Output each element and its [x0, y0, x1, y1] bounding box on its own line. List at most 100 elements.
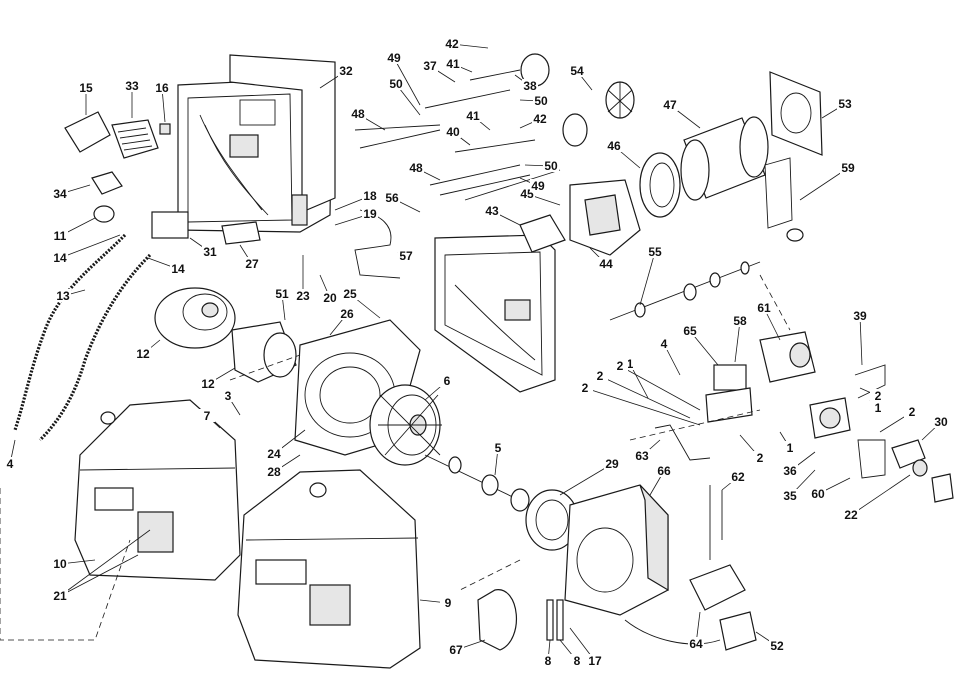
- callout-61: 61: [757, 301, 771, 315]
- callout-29: 29: [605, 457, 619, 471]
- callout-bg-11: [52, 229, 68, 242]
- callout-bg-44: [598, 257, 614, 270]
- callout-17: 17: [588, 654, 602, 668]
- callout-bg-12: [200, 377, 216, 390]
- callout-21: 21: [53, 589, 67, 603]
- cover-60: [857, 439, 886, 479]
- callout-66: 66: [657, 464, 671, 478]
- gasket: [769, 71, 823, 156]
- callout-bg-43: [484, 204, 500, 217]
- callout-25: 25: [343, 287, 357, 301]
- callout-50: 50: [544, 159, 558, 173]
- callout-59: 59: [841, 161, 855, 175]
- callout-20: 20: [323, 291, 337, 305]
- callout-bg-8: [540, 654, 556, 667]
- callout-64: 64: [689, 637, 703, 651]
- leader-line-2: [599, 375, 691, 419]
- callout-bg-65: [682, 324, 698, 337]
- callout-2: 2: [617, 359, 624, 373]
- callout-27: 27: [245, 257, 259, 271]
- control-box: [111, 119, 159, 159]
- electrode-a: [546, 599, 554, 641]
- control-housing: [177, 54, 336, 233]
- callout-bg-52: [769, 639, 785, 652]
- callout-bg-55: [647, 245, 663, 258]
- callout-bg-49: [530, 179, 546, 192]
- callout-57: 57: [399, 249, 413, 263]
- leader-line-21: [59, 529, 151, 597]
- callout-bg-53: [837, 97, 853, 110]
- callout-5: 5: [495, 441, 502, 455]
- leader-line-55: [639, 251, 656, 306]
- callout-bg-41: [445, 57, 461, 70]
- callout-bg-59: [840, 161, 856, 174]
- callout-22: 22: [844, 508, 858, 522]
- callout-14: 14: [53, 251, 67, 265]
- solenoid-coil: [713, 364, 747, 391]
- pump-motor: [689, 564, 746, 611]
- callout-bg-2: [870, 389, 886, 402]
- callout-2: 2: [582, 381, 589, 395]
- callout-bg-14: [52, 251, 68, 264]
- leader-line-21: [59, 554, 139, 597]
- control-housing-center: [434, 234, 556, 393]
- callout-bg-18: [362, 189, 378, 202]
- callout-42: 42: [533, 112, 547, 126]
- leader-line-58: [734, 320, 741, 363]
- callout-11: 11: [54, 229, 67, 243]
- callout-62: 62: [731, 470, 745, 484]
- leader-line-14: [59, 234, 121, 259]
- callout-bg-37: [422, 59, 438, 72]
- rod-48-upper: [354, 124, 441, 131]
- callout-24: 24: [267, 447, 281, 461]
- callout-31: 31: [203, 245, 217, 259]
- callout-46: 46: [607, 139, 621, 153]
- callout-1: 1: [875, 401, 882, 415]
- callout-53: 53: [838, 97, 852, 111]
- callout-bg-42: [444, 37, 460, 50]
- terminal-strip: [221, 221, 261, 245]
- callout-36: 36: [783, 464, 797, 478]
- callout-18: 18: [363, 189, 377, 203]
- callout-bg-29: [604, 457, 620, 470]
- callout-bg-62: [730, 470, 746, 483]
- callout-bg-12: [135, 347, 151, 360]
- small-relay: [159, 123, 171, 135]
- callout-8: 8: [574, 654, 581, 668]
- terminal-block: [91, 171, 123, 195]
- limit-switch: [719, 611, 757, 651]
- callout-bg-34: [52, 187, 68, 200]
- callout-bg-4: [2, 457, 18, 470]
- callout-9: 9: [445, 596, 452, 610]
- callout-41: 41: [446, 57, 460, 71]
- callout-bg-25: [342, 287, 358, 300]
- callout-bg-63: [634, 449, 650, 462]
- callout-bg-31: [202, 245, 218, 258]
- callout-1: 1: [787, 441, 794, 455]
- leader-line-29: [559, 463, 613, 496]
- callout-48: 48: [409, 161, 423, 175]
- callout-bg-50: [533, 94, 549, 107]
- callout-28: 28: [267, 465, 281, 479]
- callout-bg-51: [274, 287, 290, 300]
- callout-47: 47: [663, 98, 677, 112]
- callout-50: 50: [389, 77, 403, 91]
- callout-37: 37: [423, 59, 437, 73]
- callout-bg-7: [199, 409, 215, 422]
- callout-bg-58: [732, 314, 748, 327]
- callout-51: 51: [275, 287, 289, 301]
- callout-bg-56: [384, 191, 400, 204]
- callout-bg-28: [266, 465, 282, 478]
- callout-10: 10: [53, 557, 67, 571]
- leader-line-39: [859, 315, 863, 366]
- callout-bg-9: [440, 596, 456, 609]
- callout-bg-17: [587, 654, 603, 667]
- parts-drawing: [0, 53, 954, 669]
- callout-13: 13: [56, 289, 70, 303]
- callout-bg-10: [52, 557, 68, 570]
- callout-bg-8: [569, 654, 585, 667]
- callout-bg-22: [843, 508, 859, 521]
- callout-60: 60: [811, 487, 825, 501]
